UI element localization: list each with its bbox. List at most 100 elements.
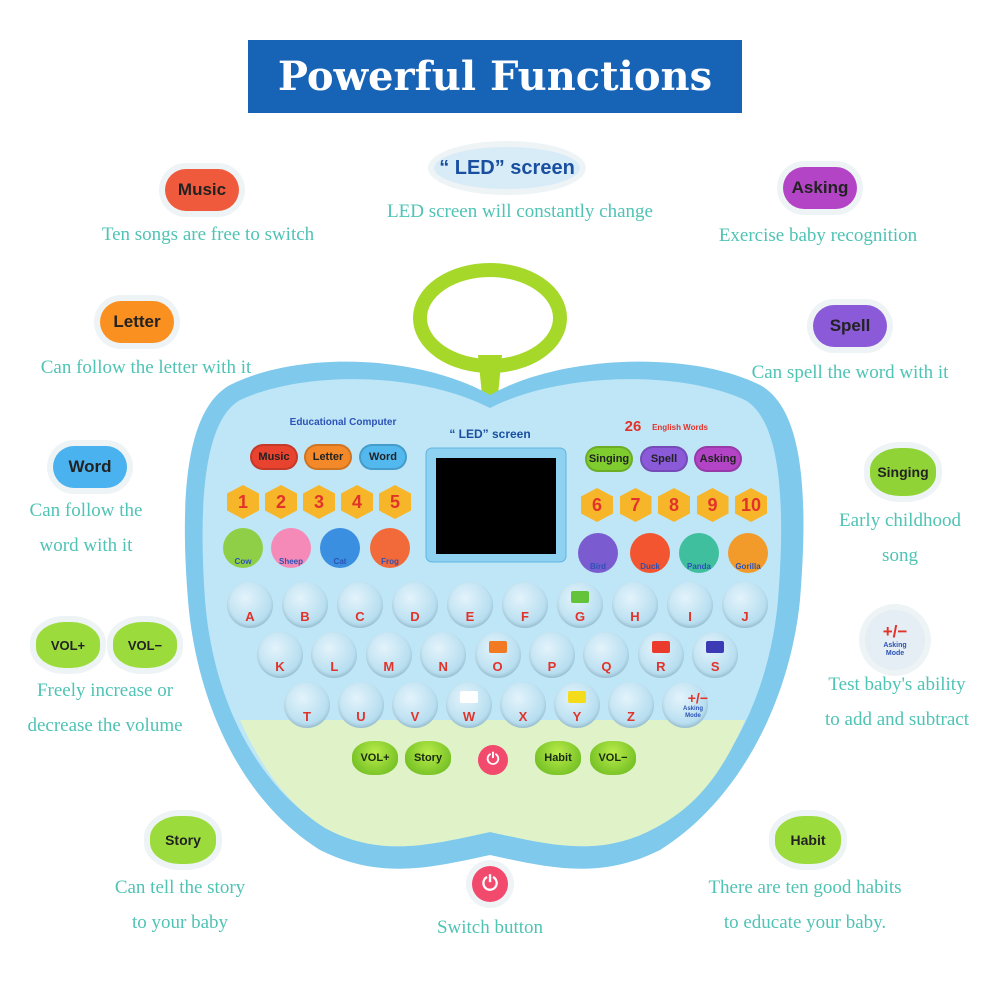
key-letter: S (710, 659, 720, 674)
key-letter: H (630, 609, 640, 624)
word-caption: word with it (39, 535, 133, 556)
letter-key-z[interactable]: Z (608, 682, 654, 728)
animal-key-cow[interactable]: Cow (223, 528, 263, 568)
animal-key-duck[interactable]: Duck (630, 533, 670, 573)
color-swatch (571, 591, 589, 603)
led-caption: LED screen will constantly change (387, 201, 653, 222)
bottom-button-story[interactable]: Story (405, 741, 451, 775)
math-mode-badge: +/−Asking Mode (865, 610, 925, 670)
key-letter: P (547, 659, 557, 674)
math-sub: Asking Mode (883, 642, 907, 657)
volume-badge-minus: VOL− (113, 622, 177, 668)
letter-key-o[interactable]: O (474, 632, 521, 678)
key-letter: F (521, 609, 529, 624)
key-letter: G (574, 609, 586, 624)
letter-key-h[interactable]: H (612, 582, 658, 628)
animal-key-gorilla[interactable]: Gorilla (728, 533, 768, 573)
key-letter: E (465, 609, 475, 624)
animal-key-frog[interactable]: Frog (370, 528, 410, 568)
letter-key-g[interactable]: G (557, 582, 603, 628)
key-letter: K (275, 659, 285, 674)
letter-key-e[interactable]: E (447, 582, 493, 628)
letter-key-a[interactable]: A (227, 582, 273, 628)
key-letter: N (438, 659, 448, 674)
singing-caption: Early childhood (839, 510, 961, 531)
letter-key-s[interactable]: S (692, 632, 739, 678)
math-key-symbol: +/− (687, 690, 708, 706)
key-letter: M (383, 659, 395, 674)
key-letter: D (410, 609, 420, 624)
letter-key-v[interactable]: V (392, 682, 438, 728)
key-letter: T (303, 709, 311, 724)
letter-badge: Letter (100, 301, 174, 343)
letter-key-i[interactable]: I (667, 582, 713, 628)
brand-label: Educational Computer (289, 417, 397, 428)
asking-caption: Exercise baby recognition (718, 225, 918, 246)
letter-key-n[interactable]: N (420, 632, 467, 678)
key-letter: Q (601, 659, 612, 674)
key-letter: A (245, 609, 255, 624)
letter-key-y[interactable]: Y (554, 682, 600, 728)
letter-key-f[interactable]: F (502, 582, 548, 628)
words-count: 26 (624, 418, 642, 435)
words-label: English Words (652, 423, 708, 432)
screen-label: “ LED” screen (449, 427, 531, 441)
animal-key-sheep[interactable]: Sheep (271, 528, 311, 568)
spell-badge: Spell (813, 305, 887, 347)
key-letter: J (741, 609, 749, 624)
word-badge: Word (53, 446, 127, 488)
singing-badge: Singing (870, 448, 936, 496)
bottom-button-habit[interactable]: Habit (535, 741, 581, 775)
math-mode-key[interactable]: +/−Asking Mode (662, 682, 708, 728)
music-badge: Music (165, 169, 239, 211)
letter-key-r[interactable]: R (637, 632, 684, 678)
story-caption: Can tell the story (114, 877, 246, 898)
story-badge: Story (150, 816, 216, 864)
volume-badge-plus: VOL+ (36, 622, 100, 668)
bottom-button-vol-plus[interactable]: VOL+ (352, 741, 398, 775)
spell-caption: Can spell the word with it (751, 362, 949, 383)
animal-key-panda[interactable]: Panda (679, 533, 719, 573)
letter-key-q[interactable]: Q (583, 632, 630, 678)
letter-key-t[interactable]: T (284, 682, 330, 728)
word-caption: Can follow the (29, 500, 143, 521)
key-letter: V (410, 709, 420, 724)
letter-key-m[interactable]: M (365, 632, 412, 678)
story-caption: to your baby (131, 912, 229, 933)
key-letter: O (492, 659, 503, 674)
volume-caption: Freely increase or (36, 680, 174, 701)
letter-key-l[interactable]: L (311, 632, 358, 678)
animal-key-cat[interactable]: Cat (320, 528, 360, 568)
key-letter: B (300, 609, 310, 624)
math-symbol: +/− (882, 622, 908, 641)
key-letter: I (688, 609, 692, 624)
letter-key-x[interactable]: X (500, 682, 546, 728)
bottom-button-vol-minus[interactable]: VOL− (590, 741, 636, 775)
mode-button-asking[interactable]: Asking (694, 446, 742, 472)
color-swatch (460, 691, 478, 703)
mode-button-spell[interactable]: Spell (640, 446, 688, 472)
mode-button-music[interactable]: Music (250, 444, 298, 470)
mode-button-word[interactable]: Word (359, 444, 407, 470)
color-swatch (706, 641, 725, 653)
key-letter: X (518, 709, 528, 724)
habit-badge: Habit (775, 816, 841, 864)
math-caption: Test baby's ability (828, 674, 966, 695)
letter-key-d[interactable]: D (392, 582, 438, 628)
power-button[interactable]: ⏻ (478, 745, 508, 775)
letter-key-w[interactable]: W (446, 682, 492, 728)
habit-caption: to educate your baby. (723, 912, 887, 933)
letter-key-p[interactable]: P (529, 632, 575, 678)
color-swatch (651, 641, 670, 653)
letter-key-u[interactable]: U (338, 682, 384, 728)
letter-key-k[interactable]: K (257, 632, 303, 678)
animal-key-bird[interactable]: Bird (578, 533, 618, 573)
letter-key-c[interactable]: C (337, 582, 383, 628)
mode-button-singing[interactable]: Singing (585, 446, 633, 472)
color-swatch (568, 691, 586, 703)
habit-caption: There are ten good habits (708, 877, 902, 898)
letter-key-j[interactable]: J (722, 582, 768, 628)
mode-button-letter[interactable]: Letter (304, 444, 352, 470)
key-letter: W (462, 709, 476, 724)
letter-key-b[interactable]: B (282, 582, 328, 628)
